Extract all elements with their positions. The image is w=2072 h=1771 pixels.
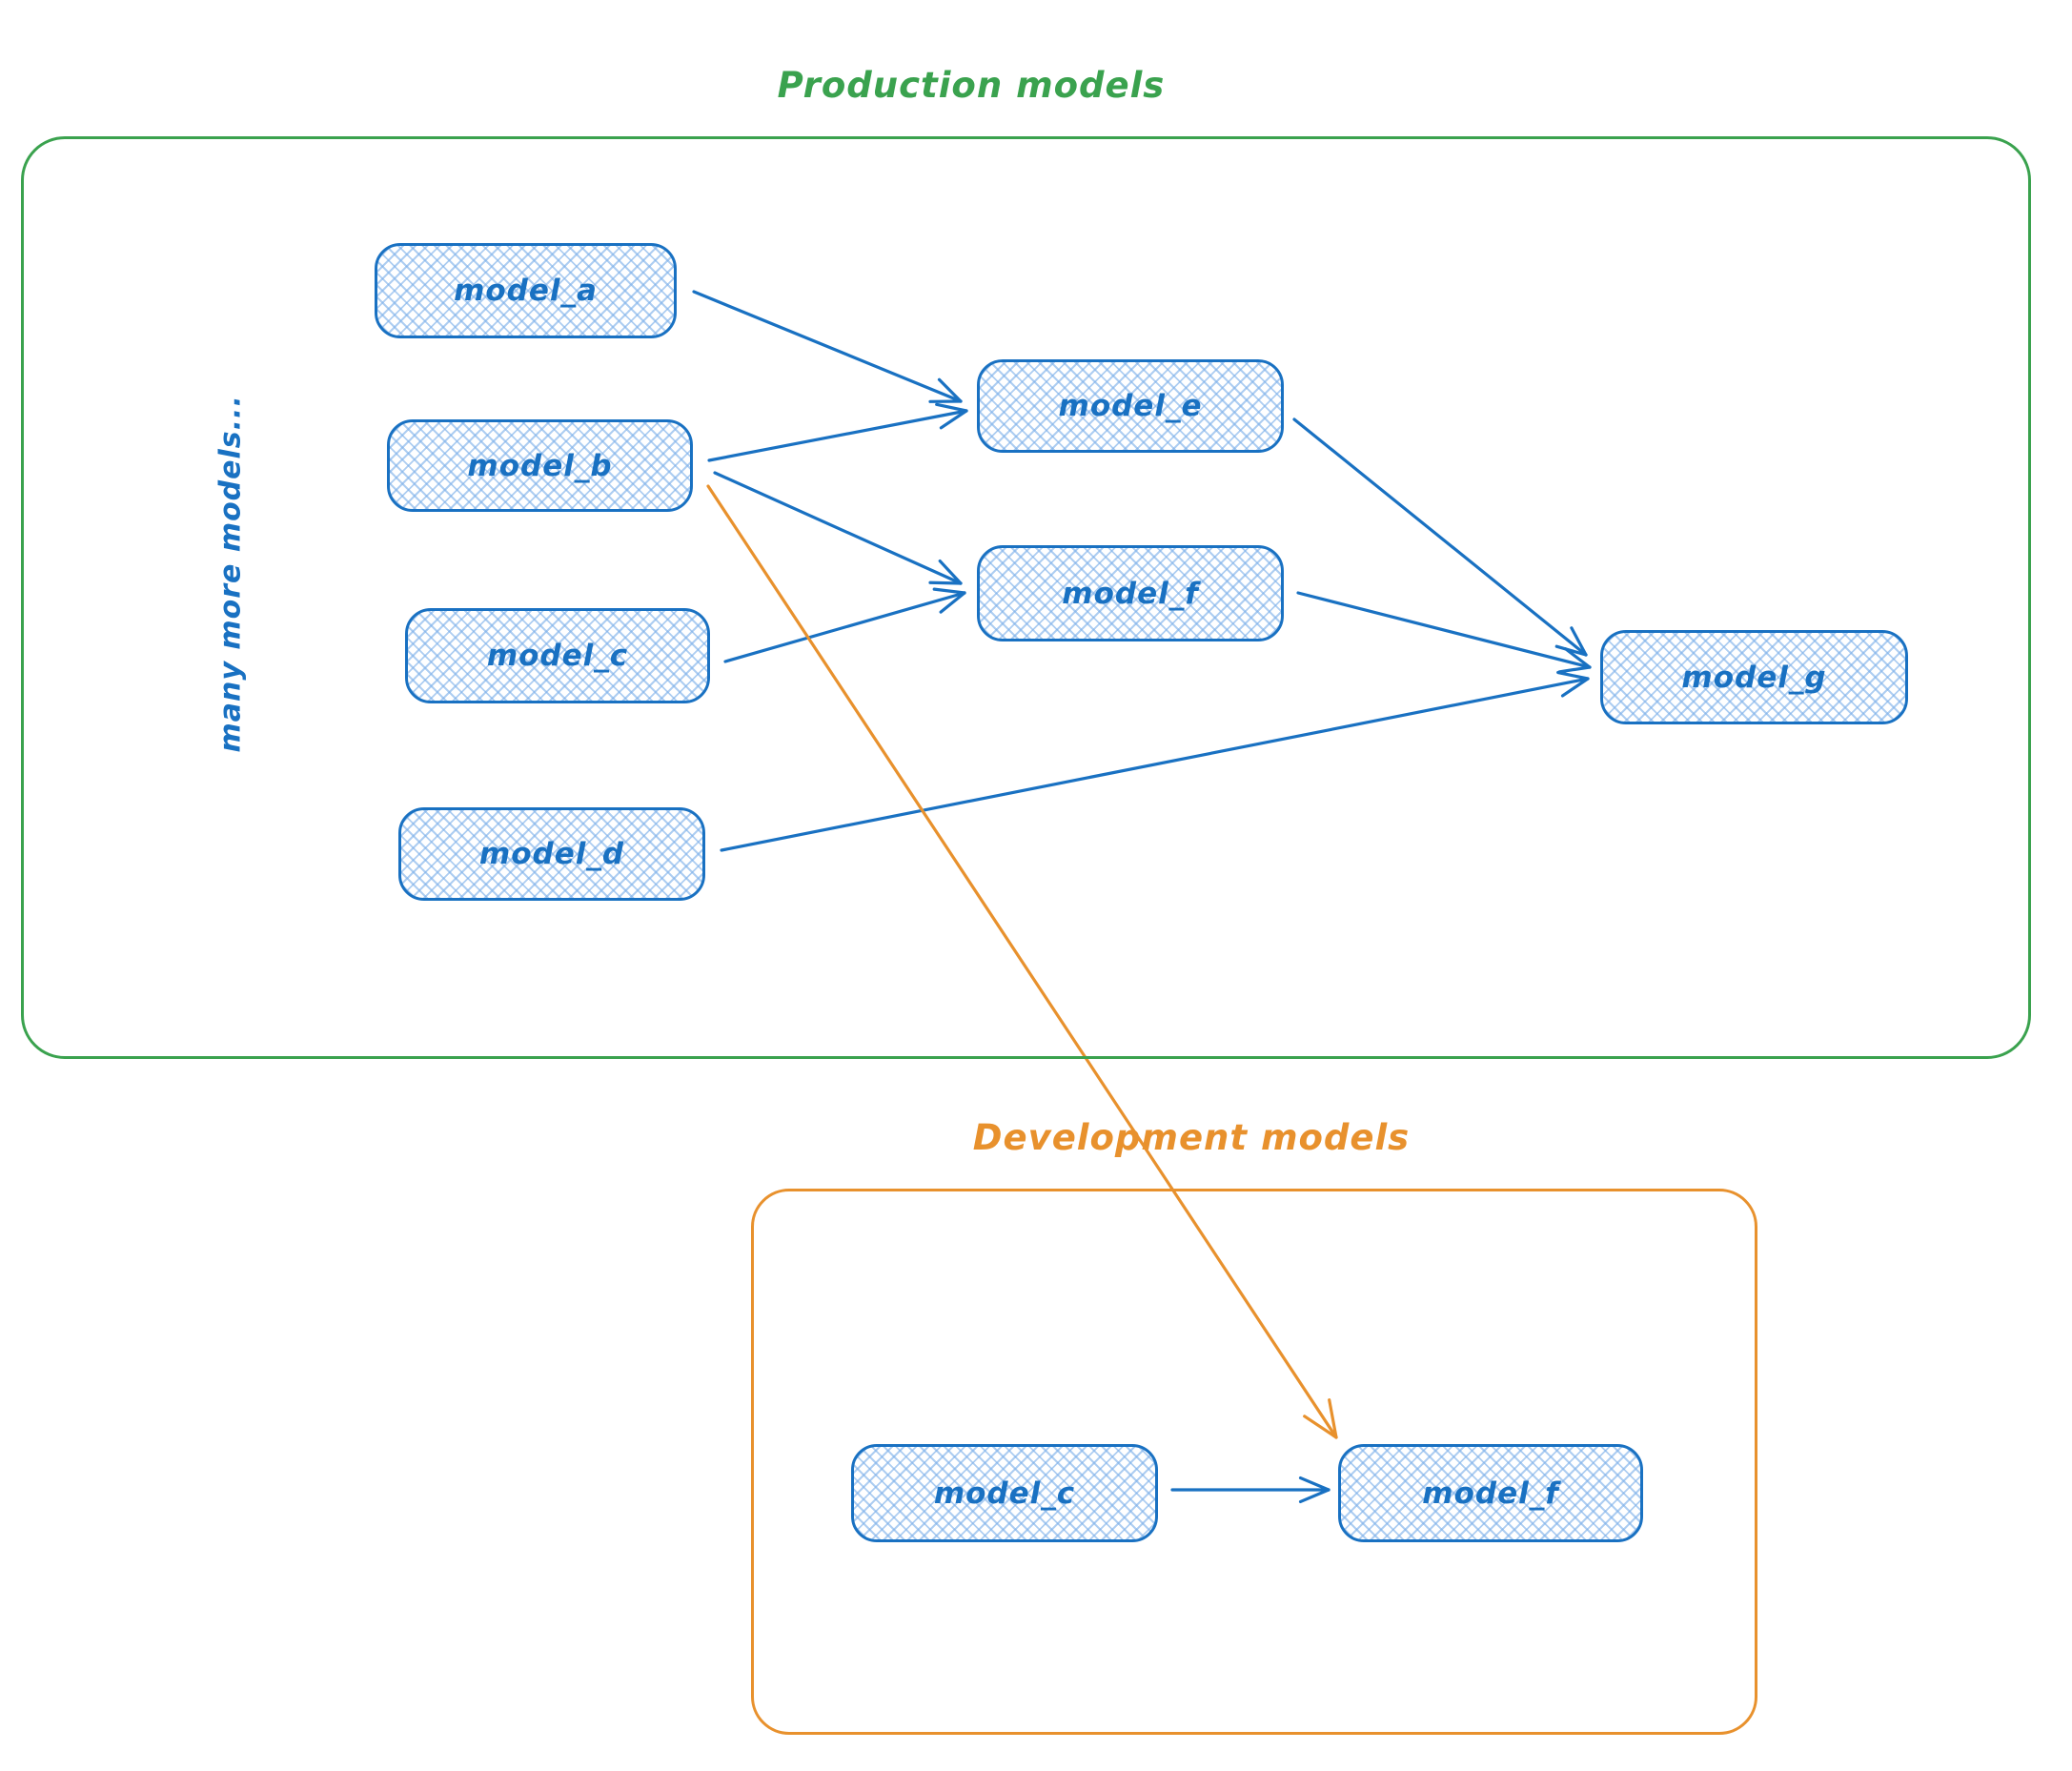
node-model-e-label: model_e [1058,389,1203,423]
arrow-model_e-to-model_g[interactable] [1292,417,1588,657]
node-dev-model-c[interactable]: model_c [851,1444,1158,1542]
arrow-dev_model_c-to-dev_model_f[interactable] [1170,1476,1331,1504]
node-model-e[interactable]: model_e [977,359,1284,453]
node-dev-model-c-label: model_c [933,1476,1076,1511]
arrow-model_c-to-model_f[interactable] [723,587,966,663]
node-model-a[interactable]: model_a [375,243,677,338]
arrow-model_b-to-model_f[interactable] [713,471,963,585]
production-frame-title[interactable]: Production models [777,65,1166,106]
arrow-model_b-to-model_e[interactable] [707,402,968,462]
node-model-b-label: model_b [467,448,613,483]
arrow-model_d-to-model_g[interactable] [720,670,1590,852]
node-model-d[interactable]: model_d [398,807,705,901]
development-frame[interactable] [751,1189,1757,1735]
node-model-b[interactable]: model_b [387,419,693,512]
side-note-many-more-models[interactable]: many more models... [213,395,248,753]
node-model-f[interactable]: model_f [977,545,1284,641]
node-model-c-label: model_c [486,639,629,673]
development-frame-title[interactable]: Development models [972,1117,1411,1158]
arrow-model_a-to-model_e[interactable] [692,290,963,403]
arrow-model_b-to-dev_model_f[interactable] [706,484,1338,1439]
production-frame[interactable] [21,136,2031,1059]
node-model-g-label: model_g [1681,660,1827,695]
node-model-c[interactable]: model_c [405,608,710,703]
arrow-model_f-to-model_g[interactable] [1296,591,1592,674]
node-model-f-label: model_f [1062,576,1199,611]
node-model-d-label: model_d [478,837,625,871]
node-dev-model-f-label: model_f [1422,1476,1559,1511]
node-dev-model-f[interactable]: model_f [1338,1444,1643,1542]
node-model-g[interactable]: model_g [1600,630,1908,724]
node-model-a-label: model_a [454,274,598,308]
